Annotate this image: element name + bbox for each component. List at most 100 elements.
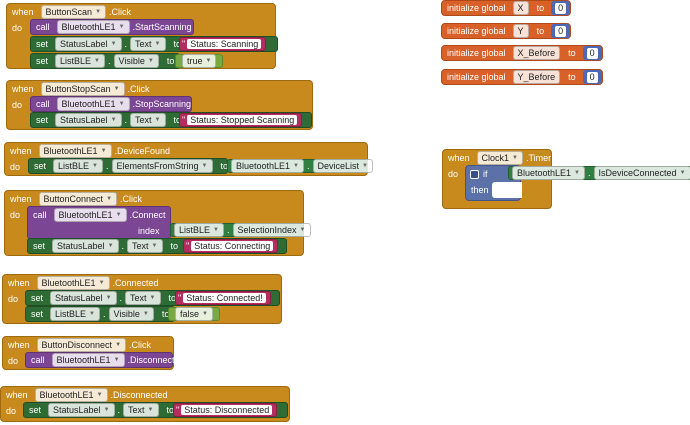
- number-block[interactable]: 0: [582, 46, 602, 60]
- component-dropdown[interactable]: ButtonDisconnect▼: [36, 338, 127, 352]
- component-dropdown[interactable]: ListBLE▼: [55, 54, 105, 68]
- getter-block[interactable]: ListBLE▼ . SelectionIndex▼: [170, 223, 311, 237]
- chevron-down-icon: ▼: [103, 407, 110, 413]
- component-dropdown[interactable]: ButtonScan▼: [40, 5, 107, 19]
- string-block[interactable]: "Status: Connecting: [183, 239, 279, 253]
- property-dropdown[interactable]: DeviceList▼: [312, 159, 373, 173]
- string-value[interactable]: Status: Disconnected: [181, 405, 273, 415]
- string-block[interactable]: "Status: Disconnected: [173, 403, 278, 417]
- event-block-connected[interactable]: when BluetoothLE1▼ .Connected do set Sta…: [2, 274, 282, 324]
- component-dropdown[interactable]: StatusLabel▼: [48, 403, 115, 417]
- number-value[interactable]: 0: [586, 47, 598, 59]
- condition-getter-block[interactable]: BluetoothLE1▼ . IsDeviceConnected▼: [508, 166, 690, 180]
- string-block[interactable]: "Status: Stopped Scanning: [179, 113, 303, 127]
- component-dropdown[interactable]: BluetoothLE1▼: [56, 20, 130, 34]
- property-dropdown[interactable]: Visible▼: [113, 54, 159, 68]
- global-init-x-before[interactable]: initialize global X_Before to 0: [441, 45, 603, 61]
- string-block[interactable]: "Status: Scanning: [179, 37, 267, 51]
- chevron-down-icon: ▼: [293, 163, 299, 169]
- string-value[interactable]: Status: Scanning: [187, 39, 262, 49]
- chevron-down-icon: ▼: [98, 280, 105, 286]
- property-dropdown[interactable]: Text▼: [125, 291, 161, 305]
- getter-block[interactable]: BluetoothLE1▼ . DeviceList▼: [227, 159, 373, 173]
- set-keyword: set: [36, 115, 49, 125]
- set-keyword: set: [34, 161, 47, 171]
- boolean-block[interactable]: true▼: [175, 54, 224, 68]
- set-block[interactable]: set ListBLE▼ . ElementsFromString▼ to: [28, 158, 228, 174]
- index-label: index: [138, 226, 160, 236]
- global-init-x[interactable]: initialize global X to 0: [441, 0, 572, 16]
- event-block-buttonconnect-click[interactable]: when ButtonConnect▼ .Click do call Bluet…: [4, 190, 311, 256]
- chevron-down-icon: ▼: [147, 407, 154, 413]
- variable-name[interactable]: Y_Before: [512, 70, 561, 84]
- property-dropdown[interactable]: Text▼: [130, 113, 166, 127]
- property-dropdown[interactable]: Visible▼: [108, 307, 154, 321]
- component-dropdown[interactable]: ButtonStopScan▼: [40, 82, 125, 96]
- component-dropdown[interactable]: StatusLabel▼: [55, 37, 122, 51]
- component-dropdown[interactable]: StatusLabel▼: [52, 239, 119, 253]
- property-dropdown[interactable]: Text▼: [130, 37, 166, 51]
- string-value[interactable]: Status: Connected!: [183, 293, 266, 303]
- property-dropdown[interactable]: SelectionIndex▼: [232, 223, 311, 237]
- call-block[interactable]: call BluetoothLE1▼ .Disconnect: [25, 352, 175, 368]
- chevron-down-icon: ▼: [113, 357, 120, 363]
- empty-then-slot[interactable]: [492, 182, 522, 198]
- event-block-buttonscan-click[interactable]: when ButtonScan▼ .Click do call Bluetoot…: [6, 3, 278, 69]
- number-value[interactable]: 0: [586, 71, 598, 83]
- string-block[interactable]: "Status: Connected!: [175, 291, 271, 305]
- string-value[interactable]: Status: Connecting: [191, 241, 274, 251]
- property-dropdown[interactable]: Text▼: [127, 239, 163, 253]
- component-dropdown[interactable]: BluetoothLE1▼: [512, 166, 585, 180]
- variable-name[interactable]: X: [512, 1, 529, 15]
- call-block[interactable]: call BluetoothLE1▼ .StartScanning: [30, 19, 194, 35]
- event-block-buttondisconnect-click[interactable]: when ButtonDisconnect▼ .Click do call Bl…: [2, 336, 175, 370]
- event-block-buttonstopscan-click[interactable]: when ButtonStopScan▼ .Click do call Blue…: [6, 80, 313, 130]
- to-keyword: to: [536, 3, 545, 13]
- property-dropdown[interactable]: IsDeviceConnected▼: [593, 166, 690, 180]
- set-block[interactable]: set ListBLE▼ . Visible▼ to: [25, 306, 175, 322]
- component-dropdown[interactable]: ListBLE▼: [50, 307, 100, 321]
- component-dropdown[interactable]: Clock1▼: [476, 151, 523, 165]
- boolean-dropdown[interactable]: true▼: [182, 54, 217, 68]
- component-dropdown[interactable]: BluetoothLE1▼: [38, 144, 112, 158]
- property-dropdown[interactable]: Text▼: [123, 403, 159, 417]
- global-init-y[interactable]: initialize global Y to 0: [441, 23, 572, 39]
- component-dropdown[interactable]: BluetoothLE1▼: [51, 353, 125, 367]
- do-keyword: do: [8, 294, 19, 304]
- component-dropdown[interactable]: BluetoothLE1▼: [231, 159, 304, 173]
- mutator-gear-icon[interactable]: [470, 169, 479, 179]
- to-keyword: to: [166, 405, 175, 415]
- number-value[interactable]: 0: [555, 2, 567, 14]
- number-value[interactable]: 0: [555, 25, 567, 37]
- set-keyword: set: [31, 293, 44, 303]
- component-dropdown[interactable]: StatusLabel▼: [55, 113, 122, 127]
- global-init-y-before[interactable]: initialize global Y_Before to 0: [441, 69, 603, 85]
- component-dropdown[interactable]: BluetoothLE1▼: [53, 208, 127, 222]
- set-block[interactable]: set ListBLE▼ . Visible▼ to: [30, 53, 180, 69]
- boolean-block[interactable]: false▼: [168, 307, 220, 321]
- call-connect-block[interactable]: call BluetoothLE1▼ .Connect index: [27, 206, 171, 239]
- component-dropdown[interactable]: BluetoothLE1▼: [34, 388, 108, 402]
- number-block[interactable]: 0: [551, 1, 571, 15]
- to-keyword: to: [170, 241, 179, 251]
- event-name: .Connected: [112, 278, 159, 288]
- call-block[interactable]: call BluetoothLE1▼ .StopScanning: [30, 96, 192, 112]
- event-block-devicefound[interactable]: when BluetoothLE1▼ .DeviceFound do set L…: [4, 142, 373, 176]
- variable-name[interactable]: Y: [512, 24, 529, 38]
- component-dropdown[interactable]: BluetoothLE1▼: [36, 276, 110, 290]
- quote-icon: ": [182, 39, 186, 49]
- event-block-disconnected[interactable]: when BluetoothLE1▼ .Disconnected do set …: [0, 386, 290, 422]
- component-dropdown[interactable]: BluetoothLE1▼: [56, 97, 130, 111]
- string-value[interactable]: Status: Stopped Scanning: [187, 115, 298, 125]
- component-dropdown[interactable]: ButtonConnect▼: [38, 192, 118, 206]
- when-keyword: when: [10, 194, 32, 204]
- number-block[interactable]: 0: [551, 24, 571, 38]
- component-dropdown[interactable]: ListBLE▼: [174, 223, 224, 237]
- boolean-dropdown[interactable]: false▼: [175, 307, 213, 321]
- variable-name[interactable]: X_Before: [512, 46, 561, 60]
- number-block[interactable]: 0: [582, 70, 602, 84]
- event-header: when BluetoothLE1▼ .Connected: [3, 275, 159, 291]
- component-dropdown[interactable]: StatusLabel▼: [50, 291, 117, 305]
- component-dropdown[interactable]: ListBLE▼: [53, 159, 103, 173]
- property-dropdown[interactable]: ElementsFromString▼: [111, 159, 213, 173]
